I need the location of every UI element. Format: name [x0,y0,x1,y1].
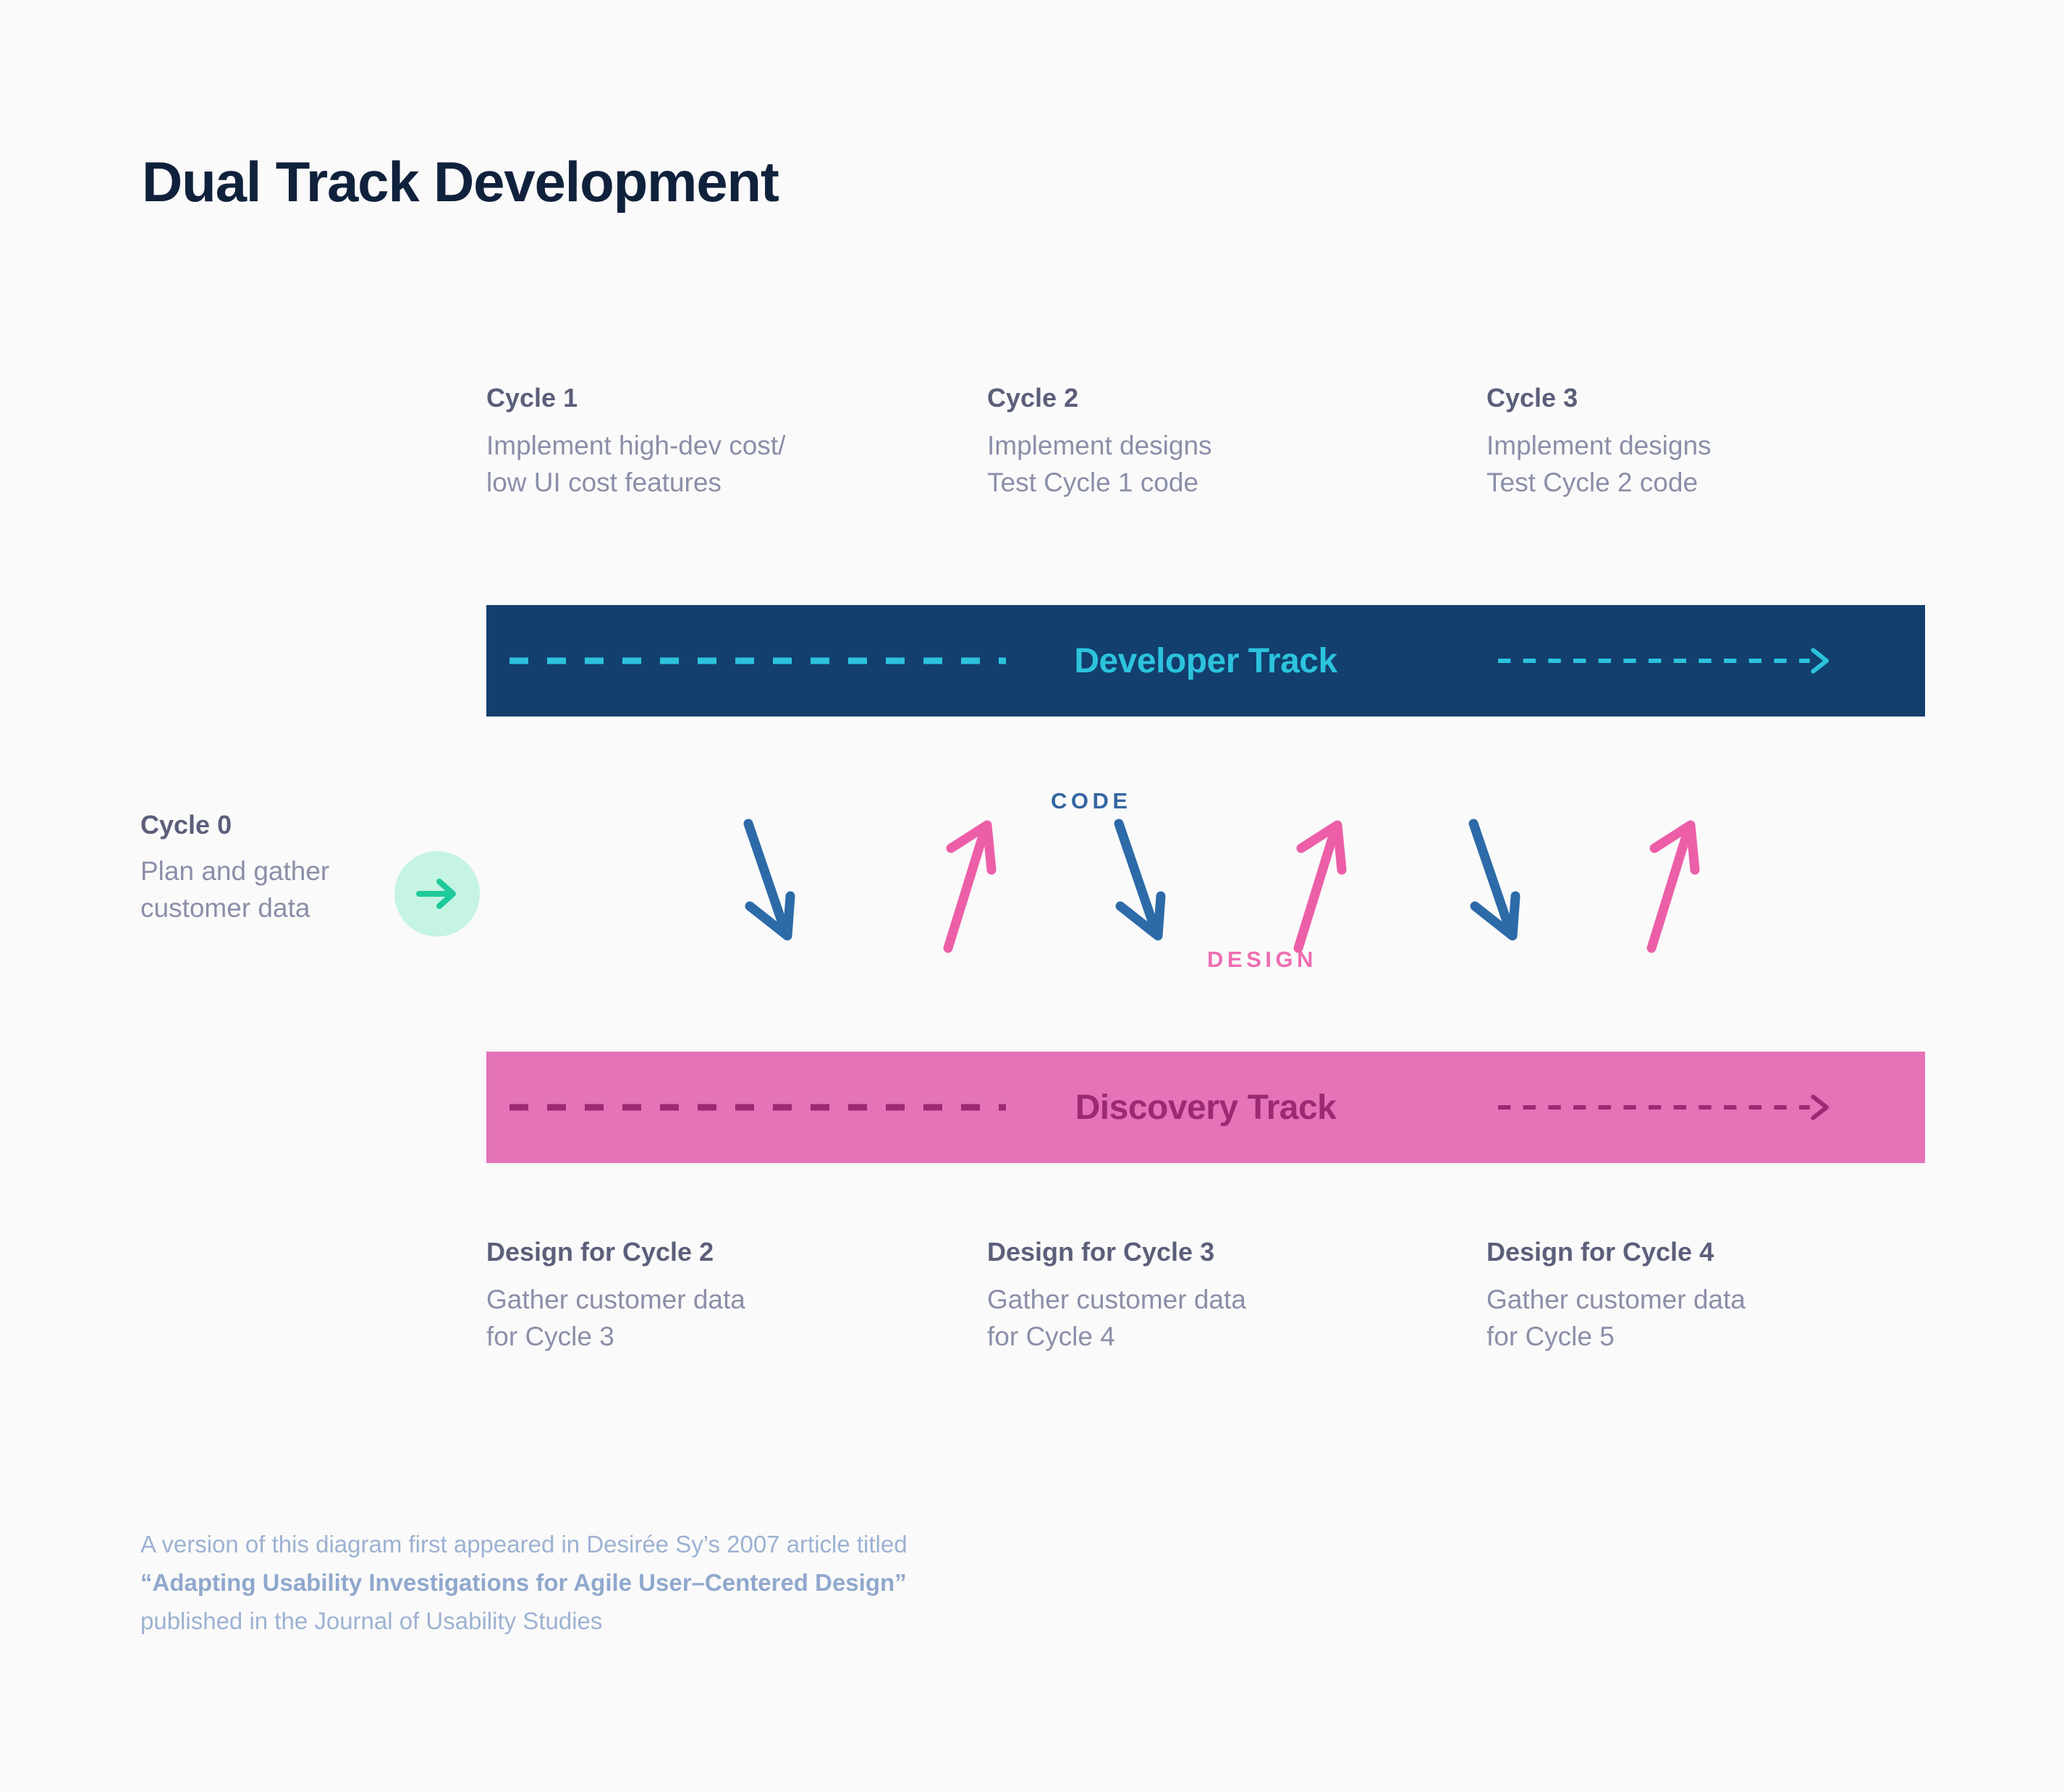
developer-track-label: Developer Track [1074,641,1337,680]
cycle-line: Implement designs [987,431,1212,460]
cycle-line: low UI cost features [486,468,722,498]
footnote: A version of this diagram first appeared… [140,1526,1298,1640]
developer-track-dashed-line-left [509,657,1006,664]
cycle-line: Gather customer data [987,1285,1246,1314]
code-down-arrow-icon [743,819,795,941]
design-up-arrow-icon [1293,820,1347,953]
discovery-cycle-2: Design for Cycle 3 Gather customer data … [987,1239,1465,1355]
code-label: CODE [1051,788,1132,813]
arrow-right-icon [416,879,456,909]
cycle-line: for Cycle 3 [486,1322,614,1352]
discovery-track-label: Discovery Track [1075,1088,1337,1127]
cycle-line: Gather customer data [486,1285,745,1314]
footnote-line-2: “Adapting Usability Investigations for A… [140,1568,907,1596]
developer-cycle-3: Cycle 3 Implement designs Test Cycle 2 c… [1486,385,1964,501]
developer-track-dashed-arrow-right [1498,648,1829,674]
cycle-heading: Design for Cycle 3 [987,1237,1215,1267]
cycle-heading: Cycle 3 [1486,383,1578,413]
cycle-heading: Cycle 2 [987,383,1079,413]
discovery-track-dashed-line-left [509,1104,1006,1111]
cycle-line: Gather customer data [1486,1285,1746,1314]
discovery-track-bar: Discovery Track [486,1052,1925,1163]
cycle-heading: Cycle 1 [486,383,578,413]
cycle-line: for Cycle 4 [987,1322,1115,1352]
track-exchange-arrows [0,796,2064,1028]
code-down-arrow-icon [1468,819,1520,941]
discovery-cycle-1: Design for Cycle 2 Gather customer data … [486,1239,964,1355]
cycle-line: customer data [140,893,310,924]
cycle-line: for Cycle 5 [1486,1322,1615,1352]
cycle-zero-block: Cycle 0 Plan and gather customer data [140,812,444,926]
discovery-track-dashed-arrow-right [1498,1094,1829,1120]
developer-cycle-2: Cycle 2 Implement designs Test Cycle 1 c… [987,385,1465,501]
developer-cycle-1: Cycle 1 Implement high-dev cost/ low UI … [486,385,964,501]
cycle-line: Test Cycle 1 code [987,468,1199,498]
developer-track-bar: Developer Track [486,605,1925,717]
cycle-heading: Cycle 0 [140,810,232,840]
footnote-line-3: published in the Journal of Usability St… [140,1607,603,1634]
page-title: Dual Track Development [142,150,779,214]
design-up-arrow-icon [1646,820,1700,953]
design-up-arrow-icon [943,820,997,953]
cycle-line: Implement designs [1486,431,1712,460]
discovery-cycle-3: Design for Cycle 4 Gather customer data … [1486,1239,1964,1355]
cycle-zero-arrow-badge [394,851,480,937]
cycle-heading: Design for Cycle 2 [486,1237,714,1267]
footnote-line-1: A version of this diagram first appeared… [140,1531,908,1558]
cycle-heading: Design for Cycle 4 [1486,1237,1714,1267]
cycle-line: Implement high-dev cost/ [486,431,786,460]
cycle-line: Test Cycle 2 code [1486,468,1699,498]
cycle-line: Plan and gather [140,856,330,886]
code-down-arrow-icon [1114,819,1166,941]
